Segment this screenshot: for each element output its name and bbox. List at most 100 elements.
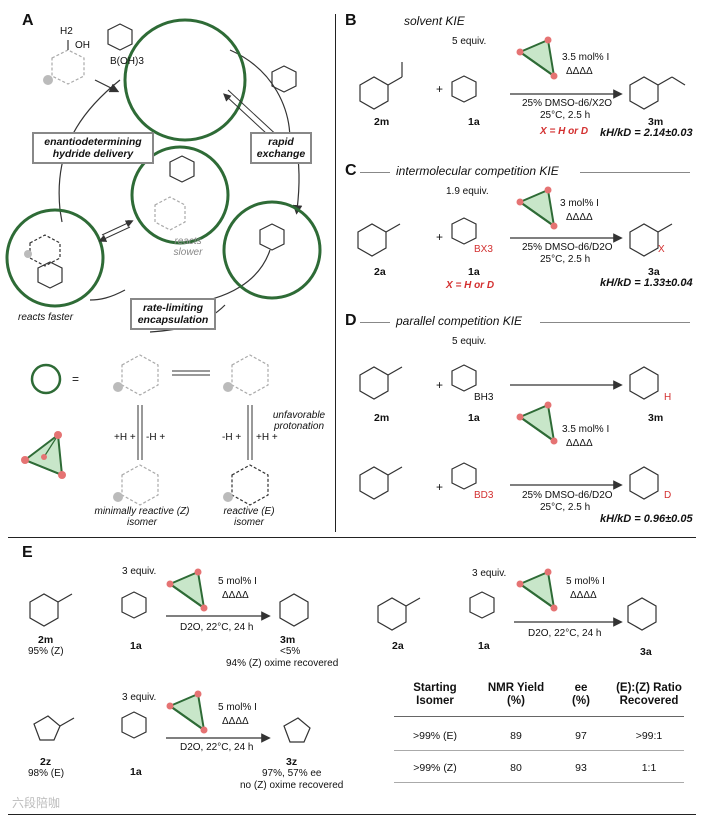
- c-prod: 3a: [648, 266, 660, 278]
- d-cond3: 25% DMSO-d6/D2O: [522, 490, 613, 501]
- top-circle: [123, 18, 247, 142]
- d-cond4: 25°C, 2.5 h: [540, 502, 591, 513]
- e3-cond1: 5 mol% I: [218, 702, 257, 713]
- left-circle: [5, 208, 105, 308]
- panel-a-equilibria: [21, 354, 269, 506]
- vertical-divider: [335, 14, 336, 532]
- b-title: solvent KIE: [404, 14, 465, 28]
- e2-sm: 2a: [392, 640, 404, 652]
- b-structures: [359, 36, 686, 110]
- e1-equiv: 3 equiv.: [122, 566, 157, 577]
- c-sm: 2a: [374, 266, 386, 278]
- c-structures: [357, 186, 673, 257]
- b-sm: 2m: [374, 116, 390, 128]
- b-equiv: 5 equiv.: [452, 36, 487, 47]
- note-minimally: minimally reactive (Z) isomer: [94, 506, 190, 528]
- table-cell: 89: [510, 730, 522, 742]
- e3-result2: no (Z) oxime recovered: [240, 780, 344, 791]
- d-sm-1: 2m: [374, 412, 390, 424]
- b-xnote: X = H or D: [540, 126, 589, 137]
- e-rxn3-structures: [33, 690, 311, 743]
- e3-sm-note: 98% (E): [28, 768, 65, 779]
- box-rapid-exchange: rapid exchange: [250, 132, 312, 164]
- d-title: parallel competition KIE: [396, 314, 523, 328]
- e3-sm: 2z: [40, 756, 52, 768]
- label-hminus-left: -H +: [146, 432, 166, 443]
- table-cell: >99% (Z): [413, 762, 457, 774]
- d-bd3: BD3: [474, 490, 494, 501]
- panel-label-e: E: [22, 544, 33, 561]
- panel-label-c: C: [345, 162, 357, 179]
- table-header-ee: ee (%): [572, 682, 590, 707]
- b-cond4: 25°C, 2.5 h: [540, 110, 591, 121]
- d-cond1: 3.5 mol% I: [562, 424, 610, 435]
- box-rate-limiting: rate-limiting encapsulation: [130, 298, 216, 330]
- d-reagent-1: 1a: [468, 412, 480, 424]
- label-hplus-left: +H +: [114, 432, 136, 443]
- e1-cond2: ΔΔΔΔ: [222, 590, 249, 601]
- d-title-line-right: [540, 322, 690, 323]
- e2-cond3: D2O, 22°C, 24 h: [528, 628, 602, 639]
- panel-label-d: D: [345, 312, 357, 329]
- c-cond2: ΔΔΔΔ: [566, 212, 593, 223]
- c-cond4: 25°C, 2.5 h: [540, 254, 591, 265]
- watermark: 六段陪咖: [12, 796, 61, 810]
- label-hminus-right: -H +: [222, 432, 242, 443]
- table-cell: 97: [575, 730, 587, 742]
- e-rxn1-structures: [29, 568, 309, 627]
- b-cond1: 3.5 mol% I: [562, 52, 610, 63]
- b-prod: 3m: [648, 116, 664, 128]
- center-circle: [130, 145, 230, 245]
- e1-sm-note: 95% (Z): [28, 646, 64, 657]
- e3-equiv: 3 equiv.: [122, 692, 157, 703]
- d-prod-1: 3m: [648, 412, 664, 424]
- c-title-line-right: [580, 172, 690, 173]
- d-kie: kH/kD = 0.96±0.05: [600, 513, 693, 525]
- e3-cond3: D2O, 22°C, 24 h: [180, 742, 254, 753]
- e3-reagent: 1a: [130, 766, 142, 778]
- table-rule-top: [394, 716, 684, 717]
- box-enantiodetermining: enantiodetermining hydride delivery: [32, 132, 154, 164]
- d-d: D: [664, 490, 672, 501]
- d-title-line-left: [360, 322, 390, 323]
- e1-reagent: 1a: [130, 640, 142, 652]
- b-reagent: 1a: [468, 116, 480, 128]
- note-reacts-slower: reacts slower: [173, 236, 203, 258]
- b-cond3: 25% DMSO-d6/X2O: [522, 98, 613, 109]
- panel-label-a: A: [22, 12, 34, 29]
- e1-cond3: D2O, 22°C, 24 h: [180, 622, 254, 633]
- d-plus-1: +: [436, 378, 444, 392]
- label-oh-top: OH: [75, 40, 90, 51]
- e2-cond1: 5 mol% I: [566, 576, 605, 587]
- e2-reagent: 1a: [478, 640, 490, 652]
- e2-equiv: 3 equiv.: [472, 568, 507, 579]
- c-title: intermolecular competition KIE: [396, 164, 559, 178]
- d-h: H: [664, 392, 672, 403]
- e3-cond2: ΔΔΔΔ: [222, 716, 249, 727]
- e1-sm: 2m: [38, 634, 54, 646]
- table-cell: 93: [575, 762, 587, 774]
- e-rxn2-structures: [377, 568, 657, 631]
- note-reactive: reactive (E) isomer: [223, 506, 275, 528]
- table-rule-mid: [394, 750, 684, 751]
- d-structures: [359, 364, 659, 500]
- e1-result2: 94% (Z) oxime recovered: [226, 658, 339, 669]
- d-plus-2: +: [436, 480, 444, 494]
- d-equiv: 5 equiv.: [452, 336, 487, 347]
- b-plus: +: [436, 82, 444, 96]
- table-rule-bottom: [394, 782, 684, 783]
- e3-result1: 97%, 57% ee: [262, 768, 322, 779]
- c-x: X: [658, 244, 665, 255]
- panel-a-cycle: [5, 18, 322, 333]
- horizontal-divider: [8, 537, 696, 538]
- c-equiv: 1.9 equiv.: [446, 186, 489, 197]
- e2-prod: 3a: [640, 646, 652, 658]
- note-unfavorable: unfavorable protonation: [272, 410, 326, 432]
- table-cell: 80: [510, 762, 522, 774]
- e1-cond1: 5 mol% I: [218, 576, 257, 587]
- c-bx3: BX3: [474, 244, 493, 255]
- e2-cond2: ΔΔΔΔ: [570, 590, 597, 601]
- c-cond3: 25% DMSO-d6/D2O: [522, 242, 613, 253]
- table-cell: >99% (E): [412, 730, 458, 742]
- e1-result1: <5%: [280, 646, 301, 657]
